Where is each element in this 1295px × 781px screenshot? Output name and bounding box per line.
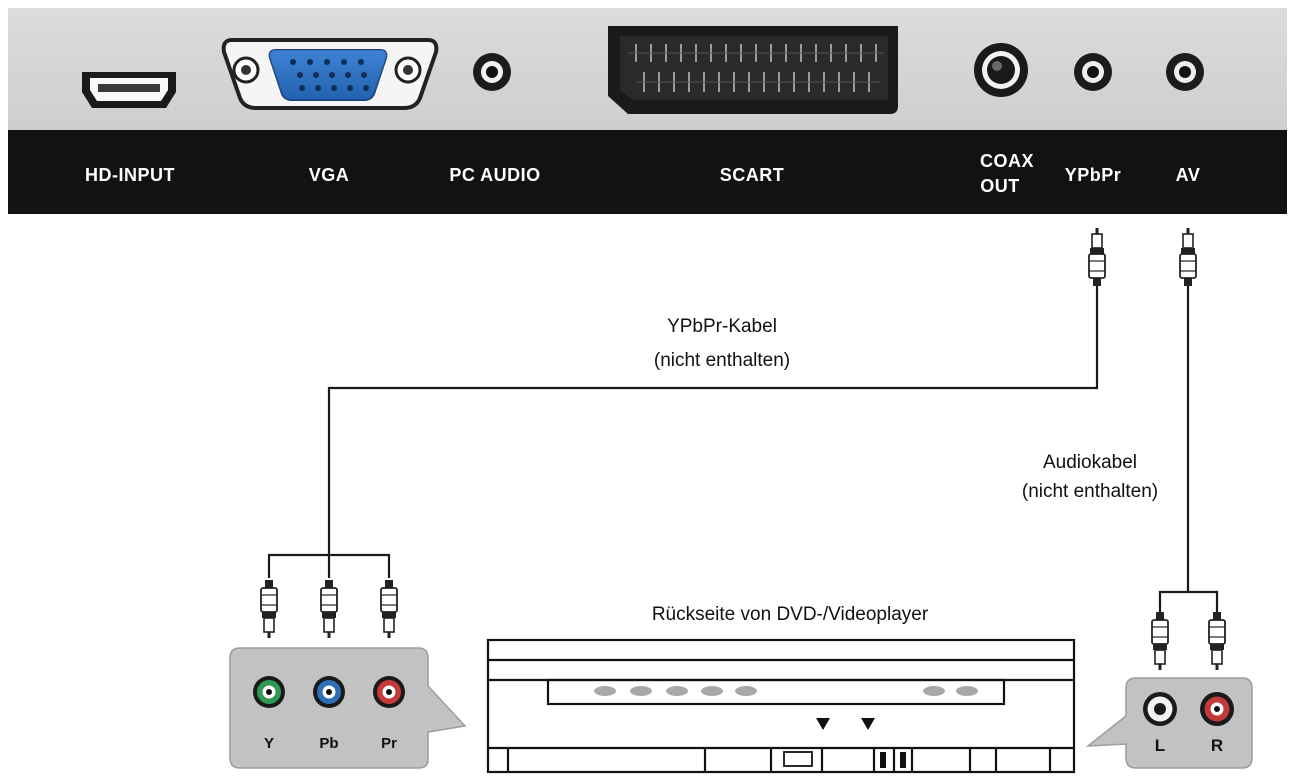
- jack-pr: [373, 676, 405, 708]
- audio-jack-callout: L R: [1085, 677, 1253, 769]
- label-vga: VGA: [309, 165, 350, 185]
- jack-y-label: Y: [264, 735, 274, 752]
- label-pc-audio: PC AUDIO: [449, 165, 540, 185]
- audio-cable-label: Audiokabel: [1043, 452, 1137, 473]
- jack-pb-label: Pb: [319, 735, 338, 752]
- av-plug-tv: [1179, 227, 1197, 287]
- jack-pr-label: Pr: [381, 735, 397, 752]
- audio-cable: [1158, 286, 1219, 612]
- dvd-player-buttons: [594, 686, 978, 696]
- vga-port[interactable]: [221, 38, 439, 110]
- jack-y: [253, 676, 285, 708]
- label-hd-input: HD-INPUT: [85, 165, 175, 185]
- ypbpr-plug-tv: [1088, 227, 1106, 287]
- ypbpr-cable-label: YPbPr-Kabel: [667, 316, 777, 337]
- plug-audio-l: [1152, 612, 1168, 670]
- tv-rear-panel: HD-INPUT VGA PC AUDIO SCART COAX OUT YPb…: [8, 8, 1287, 214]
- label-scart: SCART: [720, 165, 785, 185]
- component-jack-callout: Y Pb Pr: [229, 647, 467, 769]
- dvd-player-indicators: [816, 718, 875, 730]
- plug-y: [261, 580, 277, 638]
- jack-audio-r-label: R: [1211, 736, 1223, 755]
- label-ypbpr: YPbPr: [1065, 165, 1122, 185]
- plug-pb: [321, 580, 337, 638]
- jack-pb: [313, 676, 345, 708]
- label-coax-line1: COAX: [980, 151, 1034, 171]
- hdmi-port[interactable]: [82, 72, 176, 108]
- plug-pr: [381, 580, 397, 638]
- label-coax-line2: OUT: [980, 176, 1020, 196]
- jack-audio-l-label: L: [1155, 736, 1165, 755]
- jack-audio-l: [1143, 692, 1177, 726]
- ypbpr-jack[interactable]: [1074, 53, 1112, 91]
- scart-port[interactable]: [608, 26, 898, 114]
- device-title: Rückseite von DVD-/Videoplayer: [652, 604, 929, 625]
- plug-audio-r: [1209, 612, 1225, 670]
- av-jack[interactable]: [1166, 53, 1204, 91]
- label-av: AV: [1176, 165, 1201, 185]
- jack-audio-r: [1200, 692, 1234, 726]
- audio-cable-note: (nicht enthalten): [1022, 481, 1158, 502]
- pc-audio-jack[interactable]: [473, 53, 511, 91]
- coax-out-jack[interactable]: [974, 43, 1028, 97]
- dvd-player-rear: [486, 638, 1076, 774]
- ypbpr-cable-note: (nicht enthalten): [654, 350, 790, 371]
- panel-label-strip: [8, 130, 1287, 214]
- ypbpr-cable: [267, 286, 1099, 578]
